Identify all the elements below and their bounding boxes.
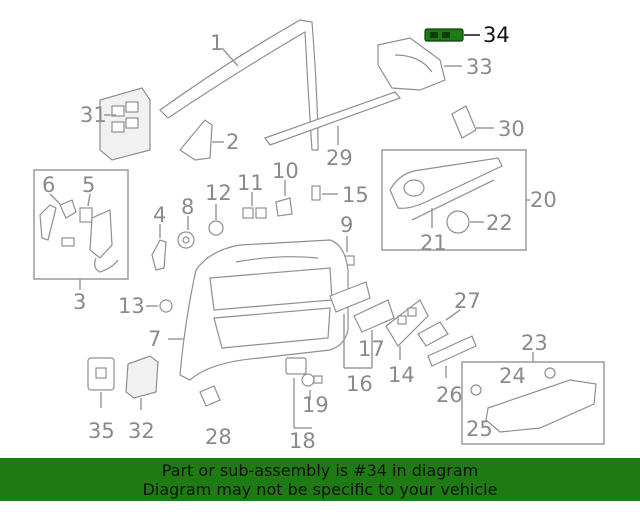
part-32-switch-panel[interactable] [125,355,159,399]
part-12-cap[interactable] [208,220,224,236]
part-5-clip[interactable] [79,207,93,223]
callout-34[interactable]: 34 [483,23,510,47]
callout-6[interactable]: 6 [42,173,55,197]
part-29-beltline-strip[interactable] [264,91,402,146]
part-11-clips[interactable] [242,207,267,219]
info-banner: Part or sub-assembly is #34 in diagram D… [0,458,640,501]
leader-6 [49,193,61,205]
callout-22[interactable]: 22 [486,211,513,235]
callout-30[interactable]: 30 [498,117,525,141]
part-2-mirror-cover[interactable] [179,119,213,161]
part-14-switch-bezel[interactable] [385,299,429,347]
callout-9[interactable]: 9 [340,213,353,237]
callout-20[interactable]: 20 [530,188,557,212]
callout-17[interactable]: 17 [358,337,385,361]
part-7-door-trim-panel[interactable] [179,239,349,381]
part-20-trim-panel[interactable] [389,157,503,221]
callout-28[interactable]: 28 [205,425,232,449]
part-26-trim-strip[interactable] [427,335,477,367]
callout-18[interactable]: 18 [289,429,316,453]
callout-16[interactable]: 16 [346,372,373,396]
part-23-armrest-trim[interactable] [485,379,597,433]
exploded-parts-diagram: 1 31 2 29 33 [33,19,605,453]
banner-line-2: Diagram may not be specific to your vehi… [142,479,498,499]
part-33-handle-housing[interactable] [377,37,446,91]
callout-15[interactable]: 15 [342,183,369,207]
part-28-pad[interactable] [199,385,221,407]
callout-11[interactable]: 11 [237,171,264,195]
part-30-pad[interactable] [451,105,477,139]
callout-29[interactable]: 29 [326,146,353,170]
group-box-3 [33,169,129,280]
callout-10[interactable]: 10 [272,159,299,183]
part-27-switch[interactable] [417,321,449,347]
callout-13[interactable]: 13 [118,294,145,318]
callout-2[interactable]: 2 [226,130,239,154]
callout-23[interactable]: 23 [521,331,548,355]
part-6-bracket[interactable] [39,199,77,241]
callout-27[interactable]: 27 [454,289,481,313]
part-4-bracket[interactable] [151,239,167,271]
part-25-clip[interactable] [470,384,482,396]
leader-1 [221,47,239,67]
callout-7[interactable]: 7 [148,327,161,351]
callout-24[interactable]: 24 [499,364,526,388]
part-13-plug[interactable] [159,299,173,313]
part-1-window-trim[interactable] [159,19,319,151]
callout-14[interactable]: 14 [388,363,415,387]
callout-5[interactable]: 5 [82,173,95,197]
leader-27 [445,309,461,321]
callout-19[interactable]: 19 [302,393,329,417]
callout-31[interactable]: 31 [80,103,107,127]
part-16-handle-bracket[interactable] [329,281,371,313]
part-3-harness[interactable] [61,209,119,273]
part-19-bulb[interactable] [301,373,323,387]
callout-3[interactable]: 3 [73,290,86,314]
part-31-switch-panel[interactable] [99,87,151,161]
part-34-highlighted[interactable] [424,28,464,42]
part-17-pull-handle[interactable] [353,299,395,333]
leader-5 [87,193,91,207]
callout-21[interactable]: 21 [420,231,447,255]
part-8-grommet[interactable] [177,231,195,249]
part-35-switch[interactable] [87,357,115,391]
callout-26[interactable]: 26 [436,383,463,407]
part-18-lamp[interactable] [285,357,307,375]
callout-8[interactable]: 8 [181,195,194,219]
callout-4[interactable]: 4 [153,203,166,227]
part-10-retainer[interactable] [275,197,293,217]
callout-32[interactable]: 32 [128,419,155,443]
part-22-speaker-ring[interactable] [446,210,470,234]
part-24-screw[interactable] [544,367,556,379]
part-15-pin[interactable] [311,185,321,201]
callout-12[interactable]: 12 [205,181,232,205]
callout-33[interactable]: 33 [466,55,493,79]
callout-35[interactable]: 35 [88,419,115,443]
banner-line-1: Part or sub-assembly is #34 in diagram [161,460,479,480]
callout-1[interactable]: 1 [210,31,223,55]
